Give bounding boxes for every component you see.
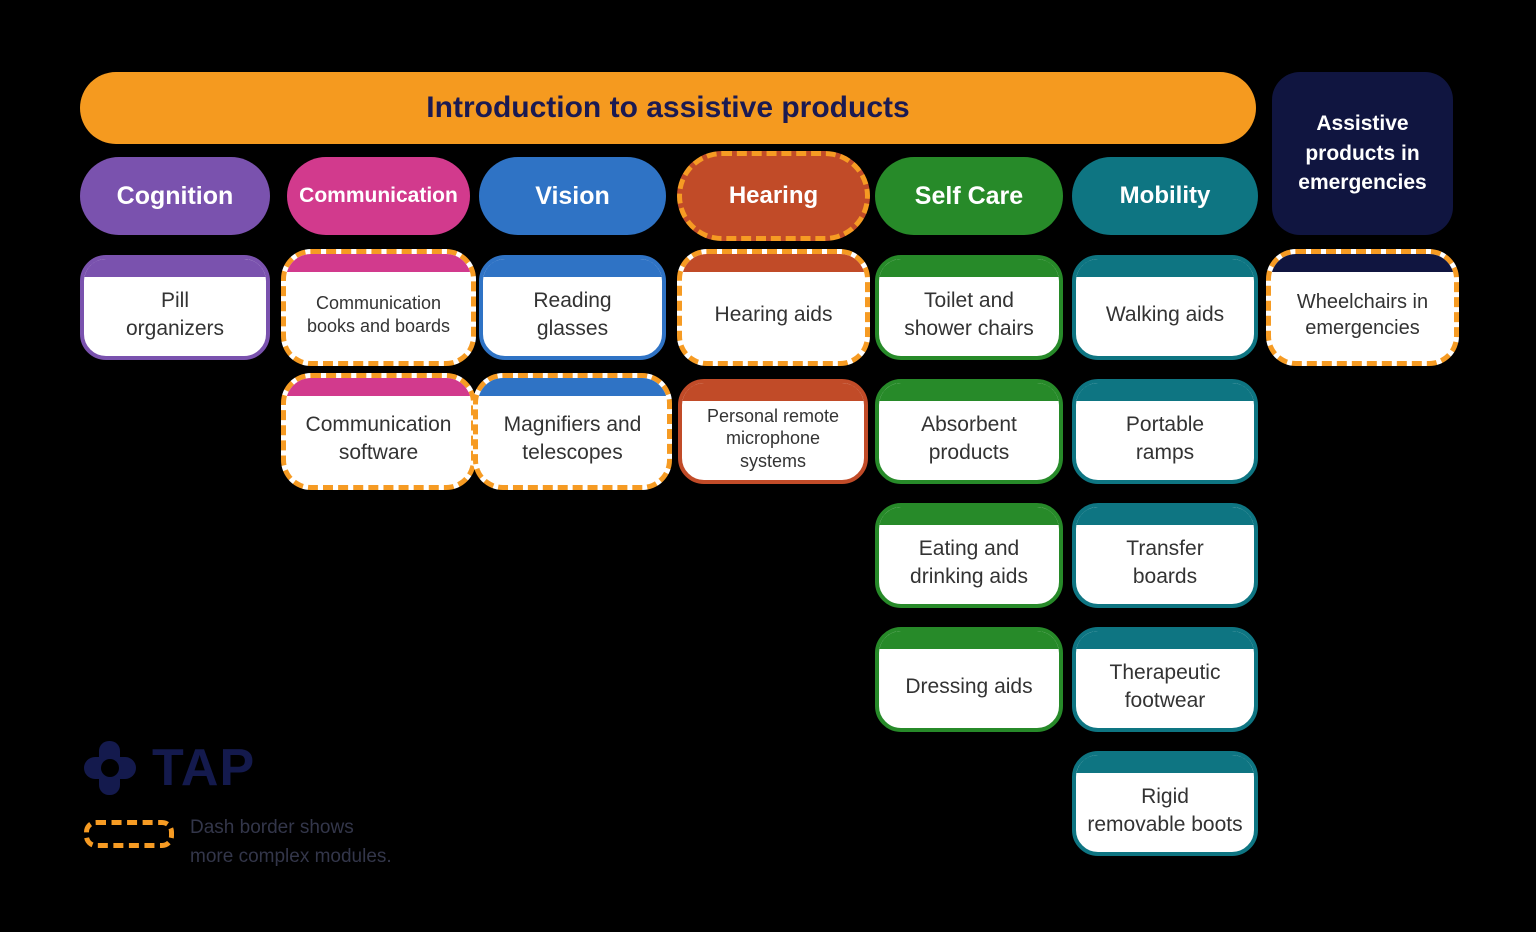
- card-color-strip: [879, 383, 1059, 401]
- card-color-strip: [286, 254, 471, 272]
- module-card-personal-remote-microphone-systems[interactable]: Personal remote microphone systems: [678, 379, 868, 484]
- module-label: Wheelchairs in emergencies: [1296, 290, 1429, 339]
- tap-logo: TAP: [84, 738, 255, 798]
- module-label: Hearing aids: [714, 302, 833, 326]
- module-label: Rigid removable boots: [1087, 785, 1243, 836]
- legend-dashed-border-swatch: [84, 820, 174, 848]
- module-label: Magnifiers and telescopes: [503, 413, 642, 464]
- header-emergencies[interactable]: Assistive products in emergencies: [1272, 72, 1453, 235]
- header-vision[interactable]: Vision: [479, 157, 666, 235]
- module-label: Eating and drinking aids: [910, 537, 1028, 588]
- card-color-strip: [879, 507, 1059, 525]
- module-label: Absorbent products: [921, 413, 1017, 464]
- module-card-rigid-removable-boots[interactable]: Rigid removable boots: [1072, 751, 1258, 856]
- card-color-strip: [879, 631, 1059, 649]
- card-color-strip: [84, 259, 266, 277]
- tap-logo-text: TAP: [152, 739, 256, 797]
- module-label: Dressing aids: [905, 674, 1033, 698]
- card-color-strip: [1076, 507, 1254, 525]
- module-card-pill-organizers[interactable]: Pill organizers: [80, 255, 270, 360]
- module-label: Walking aids: [1105, 302, 1225, 326]
- module-label: Transfer boards: [1126, 537, 1204, 588]
- module-card-wheelchairs-in-emergencies[interactable]: Wheelchairs in emergencies: [1266, 249, 1459, 366]
- header-hearing[interactable]: Hearing: [677, 151, 870, 241]
- module-label: Personal remote microphone systems: [706, 405, 840, 471]
- tap-cross-icon: [84, 741, 136, 795]
- module-card-reading-glasses[interactable]: Reading glasses: [479, 255, 666, 360]
- card-color-strip: [879, 259, 1059, 277]
- card-color-strip: [483, 259, 662, 277]
- module-card-dressing-aids[interactable]: Dressing aids: [875, 627, 1063, 732]
- card-color-strip: [478, 378, 667, 396]
- module-label: Communication software: [305, 413, 452, 464]
- module-card-therapeutic-footwear[interactable]: Therapeutic footwear: [1072, 627, 1258, 732]
- module-card-communication-books-and-boards[interactable]: Communication books and boards: [281, 249, 476, 366]
- module-label: Portable ramps: [1125, 413, 1205, 464]
- module-card-transfer-boards[interactable]: Transfer boards: [1072, 503, 1258, 608]
- card-color-strip: [286, 378, 471, 396]
- module-card-absorbent-products[interactable]: Absorbent products: [875, 379, 1063, 484]
- module-label: Toilet and shower chairs: [904, 289, 1034, 340]
- card-color-strip: [1076, 259, 1254, 277]
- card-color-strip: [1076, 383, 1254, 401]
- card-color-strip: [1076, 631, 1254, 649]
- header-communication[interactable]: Communication: [287, 157, 470, 235]
- module-card-toilet-and-shower-chairs[interactable]: Toilet and shower chairs: [875, 255, 1063, 360]
- module-card-magnifiers-and-telescopes[interactable]: Magnifiers and telescopes: [473, 373, 672, 490]
- module-card-hearing-aids[interactable]: Hearing aids: [677, 249, 870, 366]
- module-label: Pill organizers: [125, 289, 225, 340]
- legend-text: Dash border shows more complex modules.: [190, 817, 392, 867]
- module-card-portable-ramps[interactable]: Portable ramps: [1072, 379, 1258, 484]
- intro-banner[interactable]: Introduction to assistive products: [80, 72, 1256, 144]
- card-color-strip: [682, 383, 864, 401]
- card-color-strip: [1076, 755, 1254, 773]
- module-label: Therapeutic footwear: [1109, 661, 1221, 712]
- module-card-communication-software[interactable]: Communication software: [281, 373, 476, 490]
- header-self-care[interactable]: Self Care: [875, 157, 1063, 235]
- header-cognition[interactable]: Cognition: [80, 157, 270, 235]
- card-color-strip: [1271, 254, 1454, 272]
- module-card-walking-aids[interactable]: Walking aids: [1072, 255, 1258, 360]
- header-mobility[interactable]: Mobility: [1072, 157, 1258, 235]
- module-card-eating-and-drinking-aids[interactable]: Eating and drinking aids: [875, 503, 1063, 608]
- module-label: Communication books and boards: [306, 293, 451, 336]
- card-color-strip: [682, 254, 865, 272]
- module-label: Reading glasses: [533, 289, 612, 340]
- intro-banner-label: Introduction to assistive products: [426, 91, 910, 124]
